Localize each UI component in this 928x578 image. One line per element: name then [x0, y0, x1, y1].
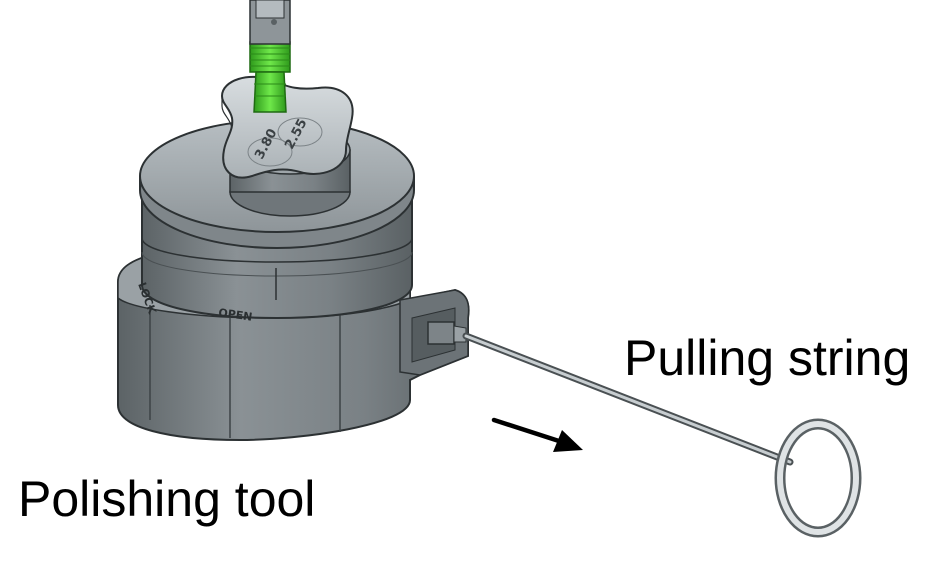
green-connector	[249, 41, 291, 113]
pulling-string-label: Pulling string	[624, 330, 911, 386]
polishing-tool-label: Polishing tool	[18, 471, 316, 527]
pulling-string	[427, 321, 794, 466]
polishing-puck: 3.80 2.55	[220, 75, 354, 179]
open-engraving: OPEN	[218, 306, 254, 324]
pull-direction-arrow	[491, 417, 583, 452]
pull-ring	[774, 418, 862, 538]
ferrule-holder	[249, 0, 291, 45]
